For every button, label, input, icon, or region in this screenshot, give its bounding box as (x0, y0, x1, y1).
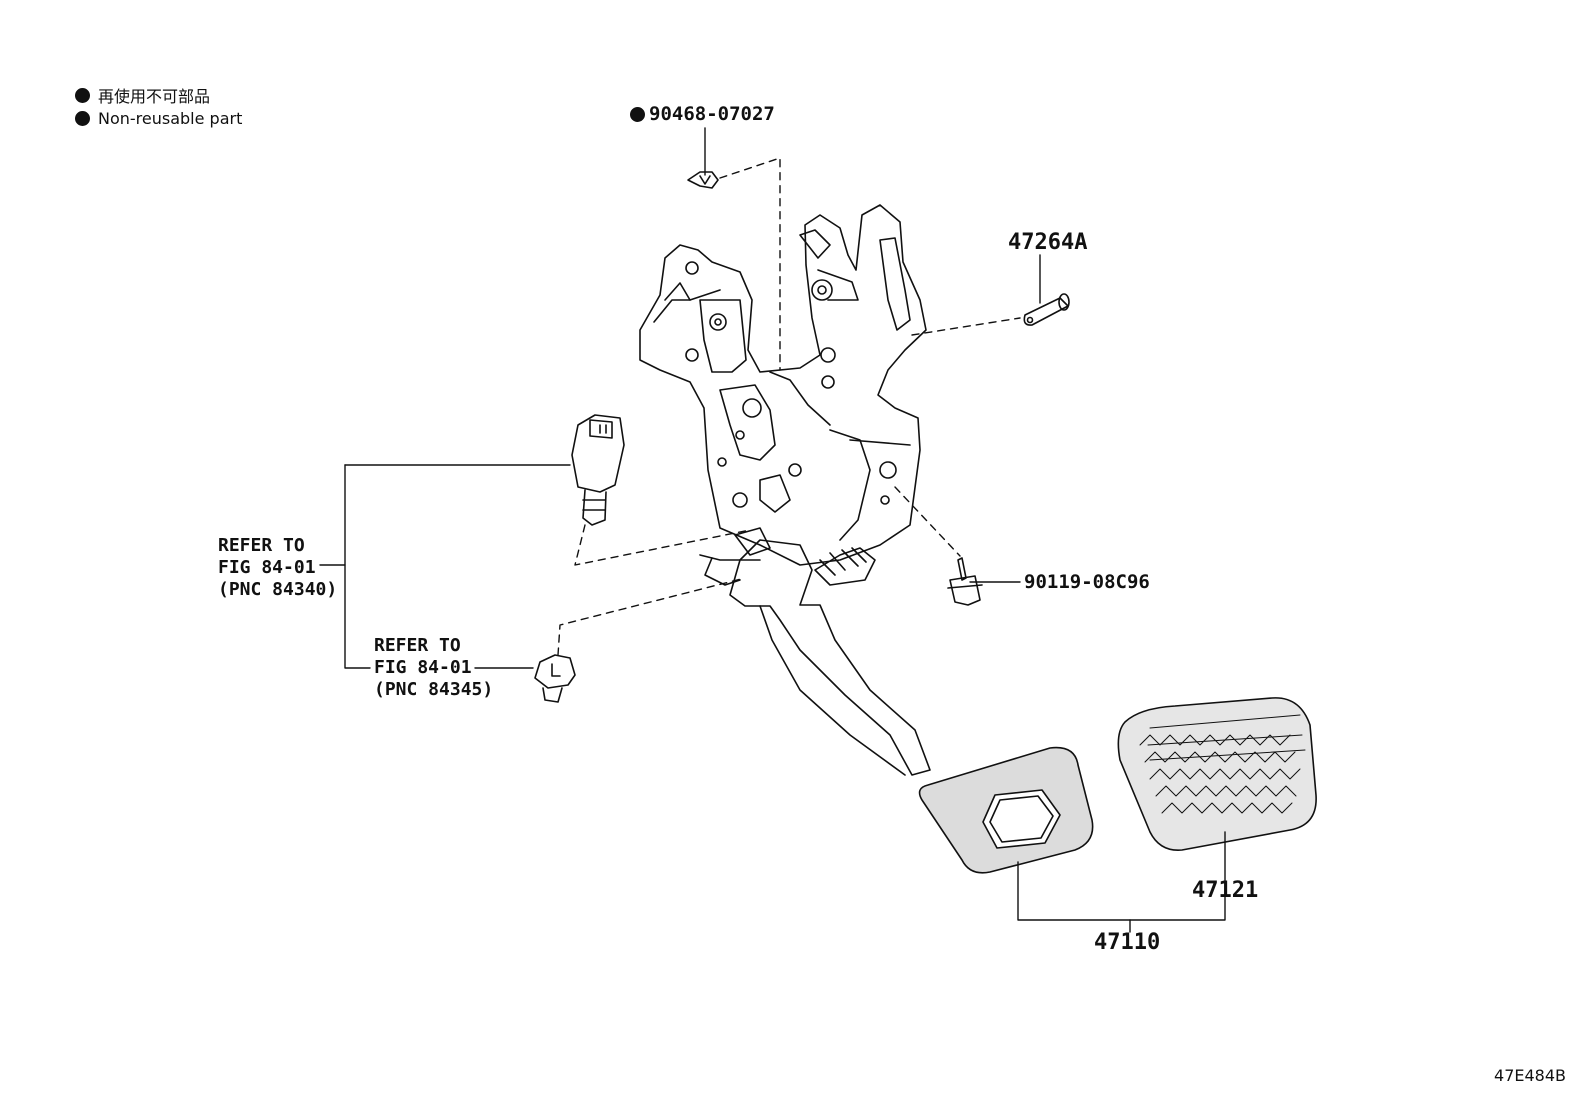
non-reusable-dot-icon (75, 111, 90, 126)
pedal-stopper (534, 654, 576, 703)
part-label-clip: 90468-07027 (630, 103, 775, 125)
non-reusable-dot-icon (75, 87, 90, 103)
part-number-bolt: 90119-08C96 (1024, 571, 1150, 593)
pedal-arm (704, 527, 931, 776)
ref-line: REFER TO (374, 635, 461, 656)
ref-line: REFER TO (218, 535, 305, 556)
pin (1023, 293, 1070, 326)
part-number-pedal-assy: 47110 (1094, 930, 1161, 955)
ref-line: (PNC 84340) (218, 579, 338, 600)
part-number-pad: 47121 (1192, 878, 1259, 903)
assembly-lines (557, 157, 1021, 656)
ref-line: FIG 84-01 (374, 657, 472, 678)
legend-ja-text: 再使用不可部品 (98, 87, 211, 106)
non-reusable-dot-icon (630, 106, 645, 122)
clip (687, 171, 719, 189)
leader-lines (319, 127, 1226, 933)
pedal-pad (1117, 697, 1317, 851)
pedal-hex-boss (982, 789, 1061, 849)
part-number-pin: 47264A (1008, 230, 1088, 255)
ref-line: (PNC 84345) (374, 679, 494, 700)
legend-en-text: Non-reusable part (98, 109, 243, 128)
pedal-bracket (639, 204, 927, 566)
bolt (947, 557, 983, 606)
part-number-clip: 90468-07027 (649, 103, 775, 125)
legend-en: Non-reusable part (75, 109, 242, 128)
legend-ja: 再使用不可部品 (75, 83, 210, 107)
stop-lamp-switch (571, 414, 625, 526)
ref-line: FIG 84-01 (218, 557, 316, 578)
figure-code: 47E484B (1494, 1066, 1566, 1085)
pedal-pad-tread (1139, 714, 1306, 814)
